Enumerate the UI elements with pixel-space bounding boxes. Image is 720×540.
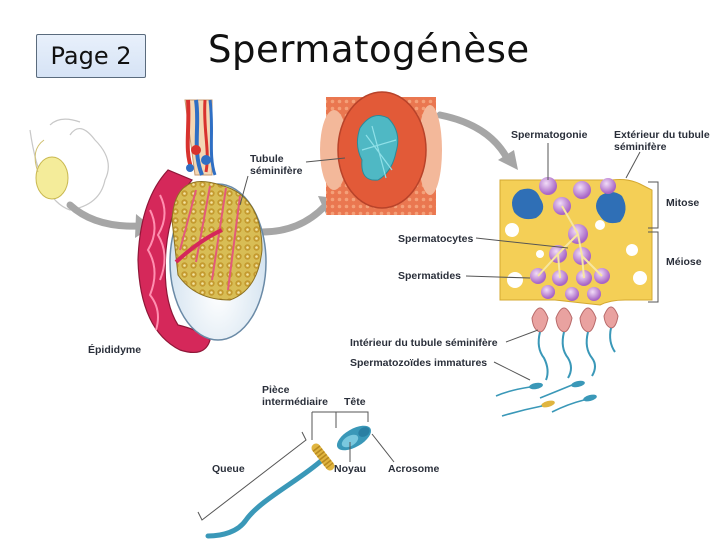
label-tete: Tête <box>344 396 366 408</box>
mature-sperm-illustration <box>197 411 395 539</box>
label-queue: Queue <box>212 463 245 475</box>
label-mitose: Mitose <box>666 197 699 209</box>
label-noyau: Noyau <box>334 463 366 475</box>
piece-bracket <box>311 411 337 440</box>
label-spermatogonie: Spermatogonie <box>511 129 588 141</box>
tubule-detail <box>495 177 659 417</box>
label-spermatides: Spermatides <box>398 270 461 282</box>
label-tubule-line1: Tubule <box>250 153 284 165</box>
arrow-head-icon <box>498 150 518 170</box>
mitose-bracket <box>648 181 659 229</box>
label-spermatozoides: Spermatozoïdes immatures <box>350 357 487 369</box>
spermatogonium-cell <box>573 181 591 199</box>
spermatogonia-cell <box>512 188 544 220</box>
label-exterieur-line1: Extérieur du tubule <box>614 129 710 141</box>
queue-bracket <box>197 431 307 521</box>
page-number-badge: Page 2 <box>36 34 146 78</box>
label-piece-line2: intermédiaire <box>262 396 328 408</box>
exterieur-leader-line <box>625 151 641 179</box>
arrow-sketch-to-testis-icon <box>66 201 144 230</box>
interieur-leader-line <box>505 329 539 343</box>
testis-illustration <box>137 99 267 353</box>
tete-bracket <box>336 411 369 422</box>
meiose-bracket <box>648 231 659 303</box>
spermatozoides-leader-line <box>493 361 531 381</box>
label-acrosome: Acrosome <box>388 463 440 475</box>
page-title: Spermatogénèse <box>208 28 530 71</box>
spermatocytes-leader-line <box>475 237 569 249</box>
spermatid-cell <box>587 287 601 301</box>
arrow-section-to-tubule-icon <box>436 111 512 164</box>
immature-sperm-group <box>495 380 597 417</box>
label-meiose: Méiose <box>666 256 702 268</box>
arrow-testis-to-section-icon <box>258 202 329 236</box>
label-epididyme: Épididyme <box>88 343 141 356</box>
label-spermatocytes: Spermatocytes <box>398 233 473 245</box>
small-testis-icon <box>35 156 69 200</box>
spermatogonium-cell <box>539 177 557 195</box>
spermatid-cell <box>565 287 579 301</box>
spermatogonium-cell <box>600 178 616 194</box>
body-outline-sketch <box>29 118 109 211</box>
spermatogonia-cell <box>596 192 626 224</box>
label-piece-line1: Pièce <box>262 384 290 396</box>
tubule-testis-leader-line <box>239 175 249 206</box>
spermatides-leader-line <box>465 275 531 279</box>
tubule-cross-section <box>320 91 442 215</box>
label-interieur: Intérieur du tubule séminifère <box>350 337 498 349</box>
label-exterieur-line2: séminifère <box>614 141 667 153</box>
acrosome-leader-line <box>371 433 395 463</box>
spermatid-cell <box>541 285 555 299</box>
tubule-leader-line <box>305 157 346 163</box>
label-tubule-line2: séminifère <box>250 165 303 177</box>
